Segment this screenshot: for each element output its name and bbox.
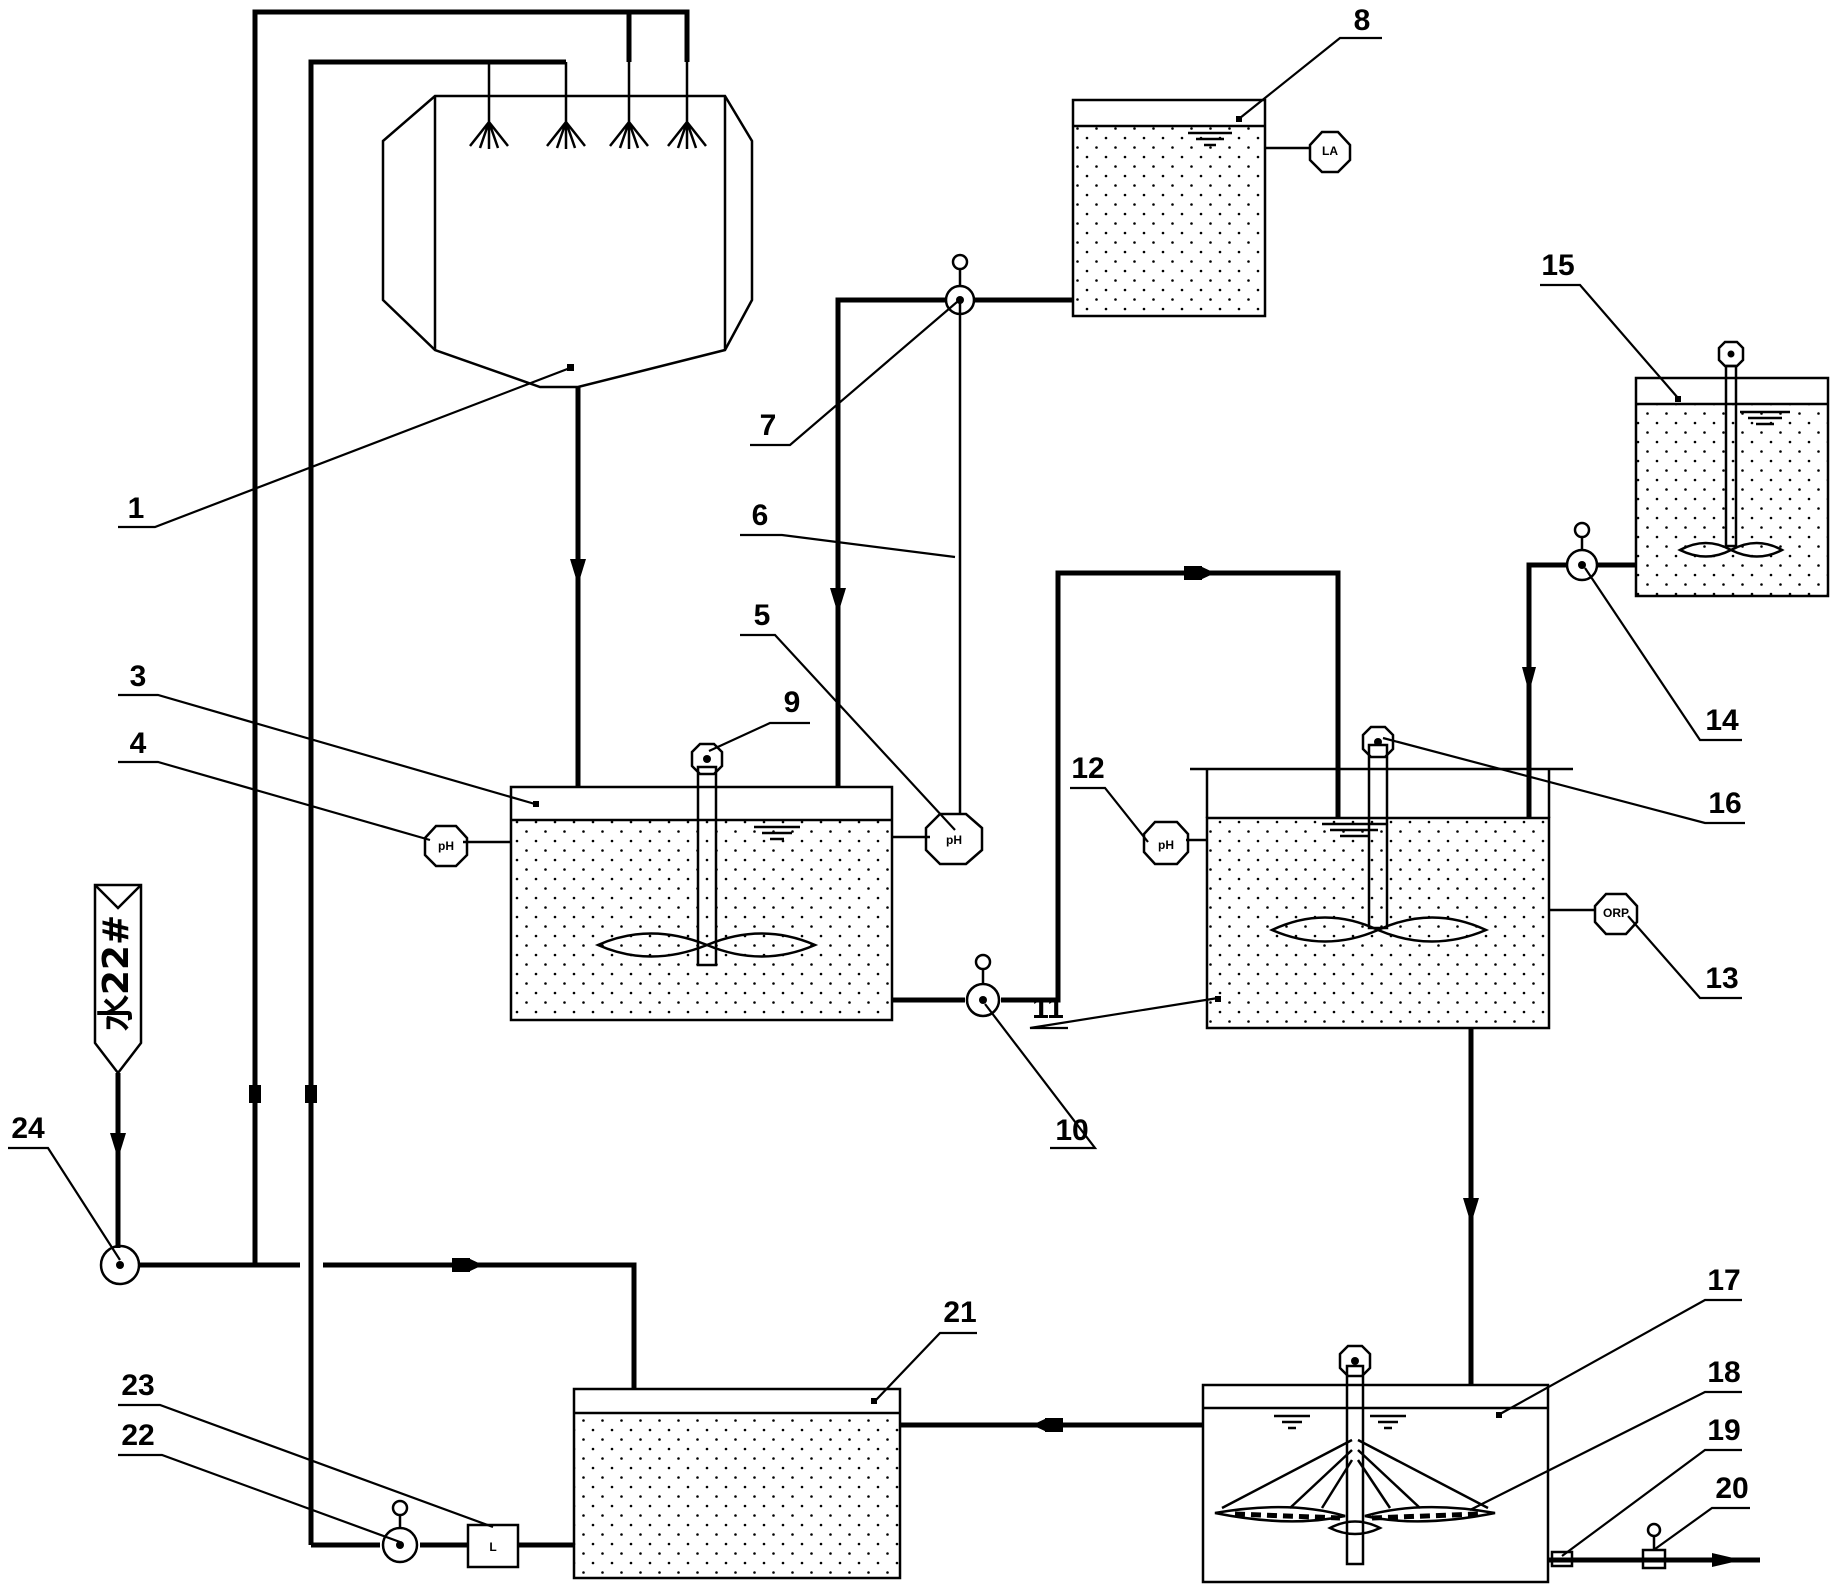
label-24: 24 — [11, 1112, 45, 1145]
storage-tank-21 — [572, 1387, 902, 1580]
pump-icon — [99, 253, 1599, 1564]
ph-meter-12: pH — [1142, 820, 1190, 866]
label-22: 22 — [121, 1419, 154, 1452]
label-16: 16 — [1708, 787, 1741, 820]
level-meter: LA — [1308, 130, 1352, 174]
orp-meter-13: ORP — [1593, 892, 1639, 936]
ph-meter-5-mark: pH — [946, 833, 962, 847]
water-level-icon — [754, 825, 800, 841]
inlet-label: 水22# — [96, 915, 137, 1031]
motor-icon — [1338, 1344, 1372, 1378]
label-5: 5 — [754, 599, 771, 632]
flow-meter-mark: L — [489, 1540, 496, 1554]
label-15: 15 — [1541, 249, 1574, 282]
dosing-tank-8 — [1071, 98, 1267, 318]
label-14: 14 — [1705, 704, 1739, 737]
ph-meter-4-mark: pH — [438, 839, 454, 853]
agitator-icon — [1268, 743, 1490, 943]
tank-3 — [509, 742, 894, 1022]
water-inlet-sign: 水22# — [93, 883, 143, 1076]
reaction-tank-11 — [1190, 725, 1573, 1030]
clarifier-17 — [1201, 1344, 1550, 1584]
label-1: 1 — [128, 492, 145, 525]
ph-meter-4: pH — [423, 824, 469, 868]
pipelines — [115, 9, 1760, 1563]
label-4: 4 — [130, 727, 147, 760]
label-17: 17 — [1707, 1264, 1740, 1297]
orp-meter-13-mark: ORP — [1603, 906, 1629, 920]
valve-icon — [1550, 1522, 1667, 1570]
label-23: 23 — [121, 1369, 154, 1402]
motor-icon — [1717, 340, 1745, 368]
water-level-icon — [1188, 131, 1232, 147]
label-9: 9 — [784, 686, 801, 719]
motor-icon — [690, 742, 724, 776]
reagent-tank-15 — [1634, 340, 1830, 598]
ph-meter-12-mark: pH — [1158, 838, 1174, 852]
label-18: 18 — [1707, 1356, 1740, 1389]
label-6: 6 — [752, 499, 769, 532]
label-12: 12 — [1071, 752, 1104, 785]
label-3: 3 — [130, 660, 147, 693]
flow-arrow-icon — [110, 559, 1742, 1567]
label-21: 21 — [943, 1296, 976, 1329]
spray-tower — [381, 94, 754, 389]
agitator-icon — [594, 765, 819, 967]
ph-meter-5: pH — [924, 812, 984, 866]
sludge-scraper — [1214, 1364, 1496, 1566]
label-11: 11 — [1032, 992, 1064, 1025]
water-level-icon — [1274, 1414, 1406, 1430]
label-10: 10 — [1055, 1114, 1088, 1147]
label-13: 13 — [1705, 962, 1738, 995]
label-7: 7 — [760, 409, 777, 442]
spray-nozzle-icon — [469, 18, 707, 149]
water-level-icon — [1740, 410, 1790, 426]
leader-lines — [8, 36, 1750, 1557]
label-8: 8 — [1354, 4, 1371, 37]
motor-icon — [1361, 725, 1395, 759]
flow-meter-23: L — [466, 1523, 520, 1569]
label-20: 20 — [1715, 1472, 1748, 1505]
level-meter-mark: LA — [1322, 144, 1338, 158]
label-19: 19 — [1707, 1414, 1740, 1447]
part-number-labels: 1 3 4 5 6 7 8 9 10 11 12 13 14 15 16 17 … — [11, 4, 1748, 1505]
